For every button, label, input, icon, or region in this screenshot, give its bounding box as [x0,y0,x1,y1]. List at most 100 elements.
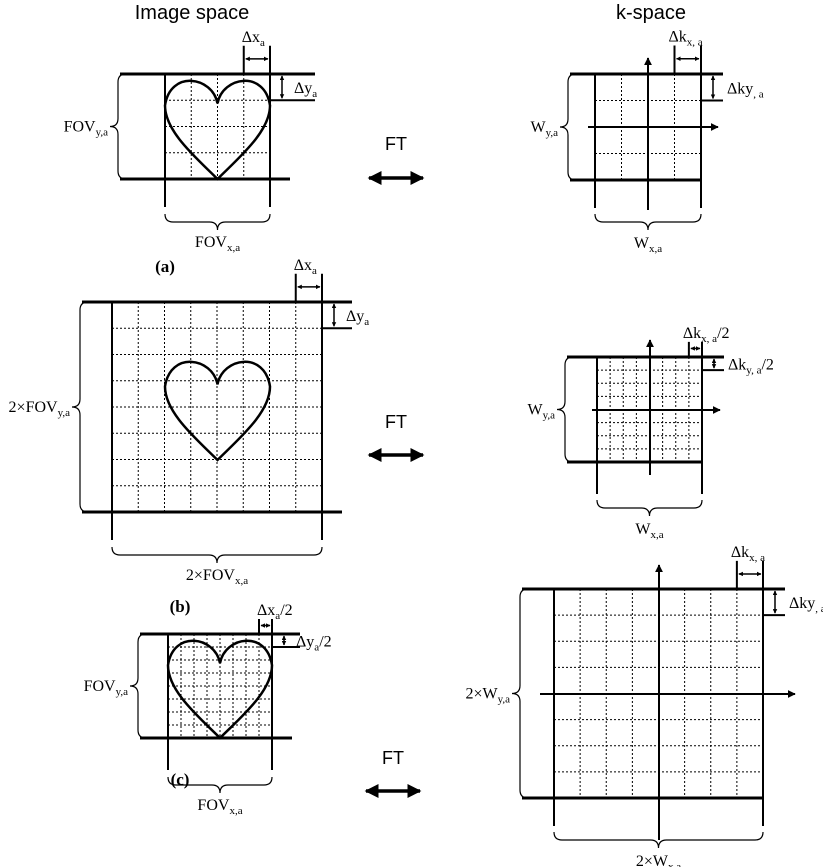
dkx-label-subscript: x, a [749,552,765,564]
fov-y-label-subscript: y,a [116,686,129,698]
dkx-label-subscript: x, a [687,37,703,49]
dy-label-subscript: a [312,88,317,100]
dy-label: Δya/2 [296,634,332,654]
w-y-label-subscript: y,a [498,694,511,706]
fov-x-label-main: 2×FOV [186,567,235,584]
dkx-label-main: Δk [731,544,749,561]
dx-label: Δxa [242,29,265,49]
w-y-label: Wy,a [530,119,558,139]
dky-label-subscript: , a [815,603,823,615]
w-x-brace [594,213,702,231]
fov-x-label-main: FOV [197,797,229,814]
dy-label-main: Δy [294,80,312,97]
dky-label: Δky, a/2 [728,357,774,377]
dx-label-subscript: a [275,610,280,622]
w-x-brace [553,831,764,849]
dx-label: Δxa [294,257,317,277]
panel-caption: (a) [155,257,175,276]
dkx-label: Δkx, a [669,29,703,49]
fov-y-label-main: FOV [84,678,116,695]
ft-label: FT [385,412,407,432]
fov-x-brace [111,546,323,564]
dx-label-main: Δx [257,602,275,619]
fov-y-brace [109,73,127,180]
dky-label-subscript: y, a [746,365,761,377]
w-x-brace [596,499,703,517]
w-y-brace [559,73,577,181]
dky-label-main: Δky [727,80,753,97]
image-space-title: Image space [135,2,250,24]
dkx-label-main: Δk [669,29,687,46]
fov-x-label-subscript: x,a [227,242,240,254]
fov-y-label: FOVy,a [64,119,109,139]
dky-label: Δky, a [727,80,764,100]
dkx-label: Δkx, a/2 [683,325,730,345]
fov-x-label: FOVx,a [197,797,242,817]
dy-label: Δya [294,80,317,100]
w-x-label-main: W [635,521,651,538]
w-x-label-subscript: x,a [668,861,681,867]
k-space-title: k-space [616,2,686,24]
w-y-brace [511,588,529,799]
dx-label-main: Δx [294,257,312,274]
dy-label-main: Δy [296,634,314,651]
dx-label: Δxa/2 [257,602,293,622]
w-x-label: Wx,a [635,521,663,541]
w-y-label-main: W [530,119,546,136]
ft-label: FT [382,748,404,768]
fov-y-label-subscript: y,a [58,407,71,419]
fov-x-label-main: FOV [195,234,227,251]
dx-label-main: Δx [242,29,260,46]
w-x-label-main: W [634,235,650,252]
ft-label: FT [385,134,407,154]
dky-label-main: Δk [728,357,746,374]
fov-y-label: FOVy,a [84,678,129,698]
fov-y-label-subscript: y,a [96,127,109,139]
w-x-label-subscript: x,a [650,529,663,541]
w-y-label: Wy,a [527,402,555,422]
dkx-label-suffix: /2 [717,325,729,342]
fov-x-label: 2×FOVx,a [186,567,248,587]
w-x-label: 2×Wx,a [636,853,681,867]
dkx-label-main: Δk [683,325,701,342]
w-y-label-main: W [527,402,543,419]
dy-label-main: Δy [346,308,364,325]
fov-y-label: 2×FOVy,a [9,399,71,419]
dkx-label: Δkx, a [731,544,765,564]
w-y-label-subscript: y,a [546,127,559,139]
w-x-label-subscript: x,a [649,243,662,255]
dx-label-subscript: a [312,265,317,277]
dy-label: Δya [346,308,369,328]
dky-label: Δky, a [789,595,823,615]
fov-x-brace [167,776,273,794]
heart-shape [163,360,272,462]
w-y-label: 2×Wy,a [465,686,510,706]
w-y-label-subscript: y,a [543,410,556,422]
fov-x-label: FOVx,a [195,234,240,254]
w-x-label: Wx,a [634,235,662,255]
fov-y-brace [129,633,147,739]
dy-label-subscript: a [364,316,369,328]
panel-caption: (b) [170,597,191,616]
panel-caption: (c) [171,770,190,789]
dky-label-suffix: /2 [761,357,773,374]
dky-label-main: Δky [789,595,815,612]
w-y-label-main: 2×W [465,686,498,703]
dx-label-subscript: a [260,37,265,49]
fov-x-label-subscript: x,a [235,575,248,587]
dx-label-suffix: /2 [280,602,292,619]
fov-y-brace [71,301,89,513]
fov-x-brace [164,213,271,231]
fov-y-label-main: 2×FOV [9,399,58,416]
w-x-label-main: 2×W [636,853,669,867]
w-y-brace [556,356,574,463]
